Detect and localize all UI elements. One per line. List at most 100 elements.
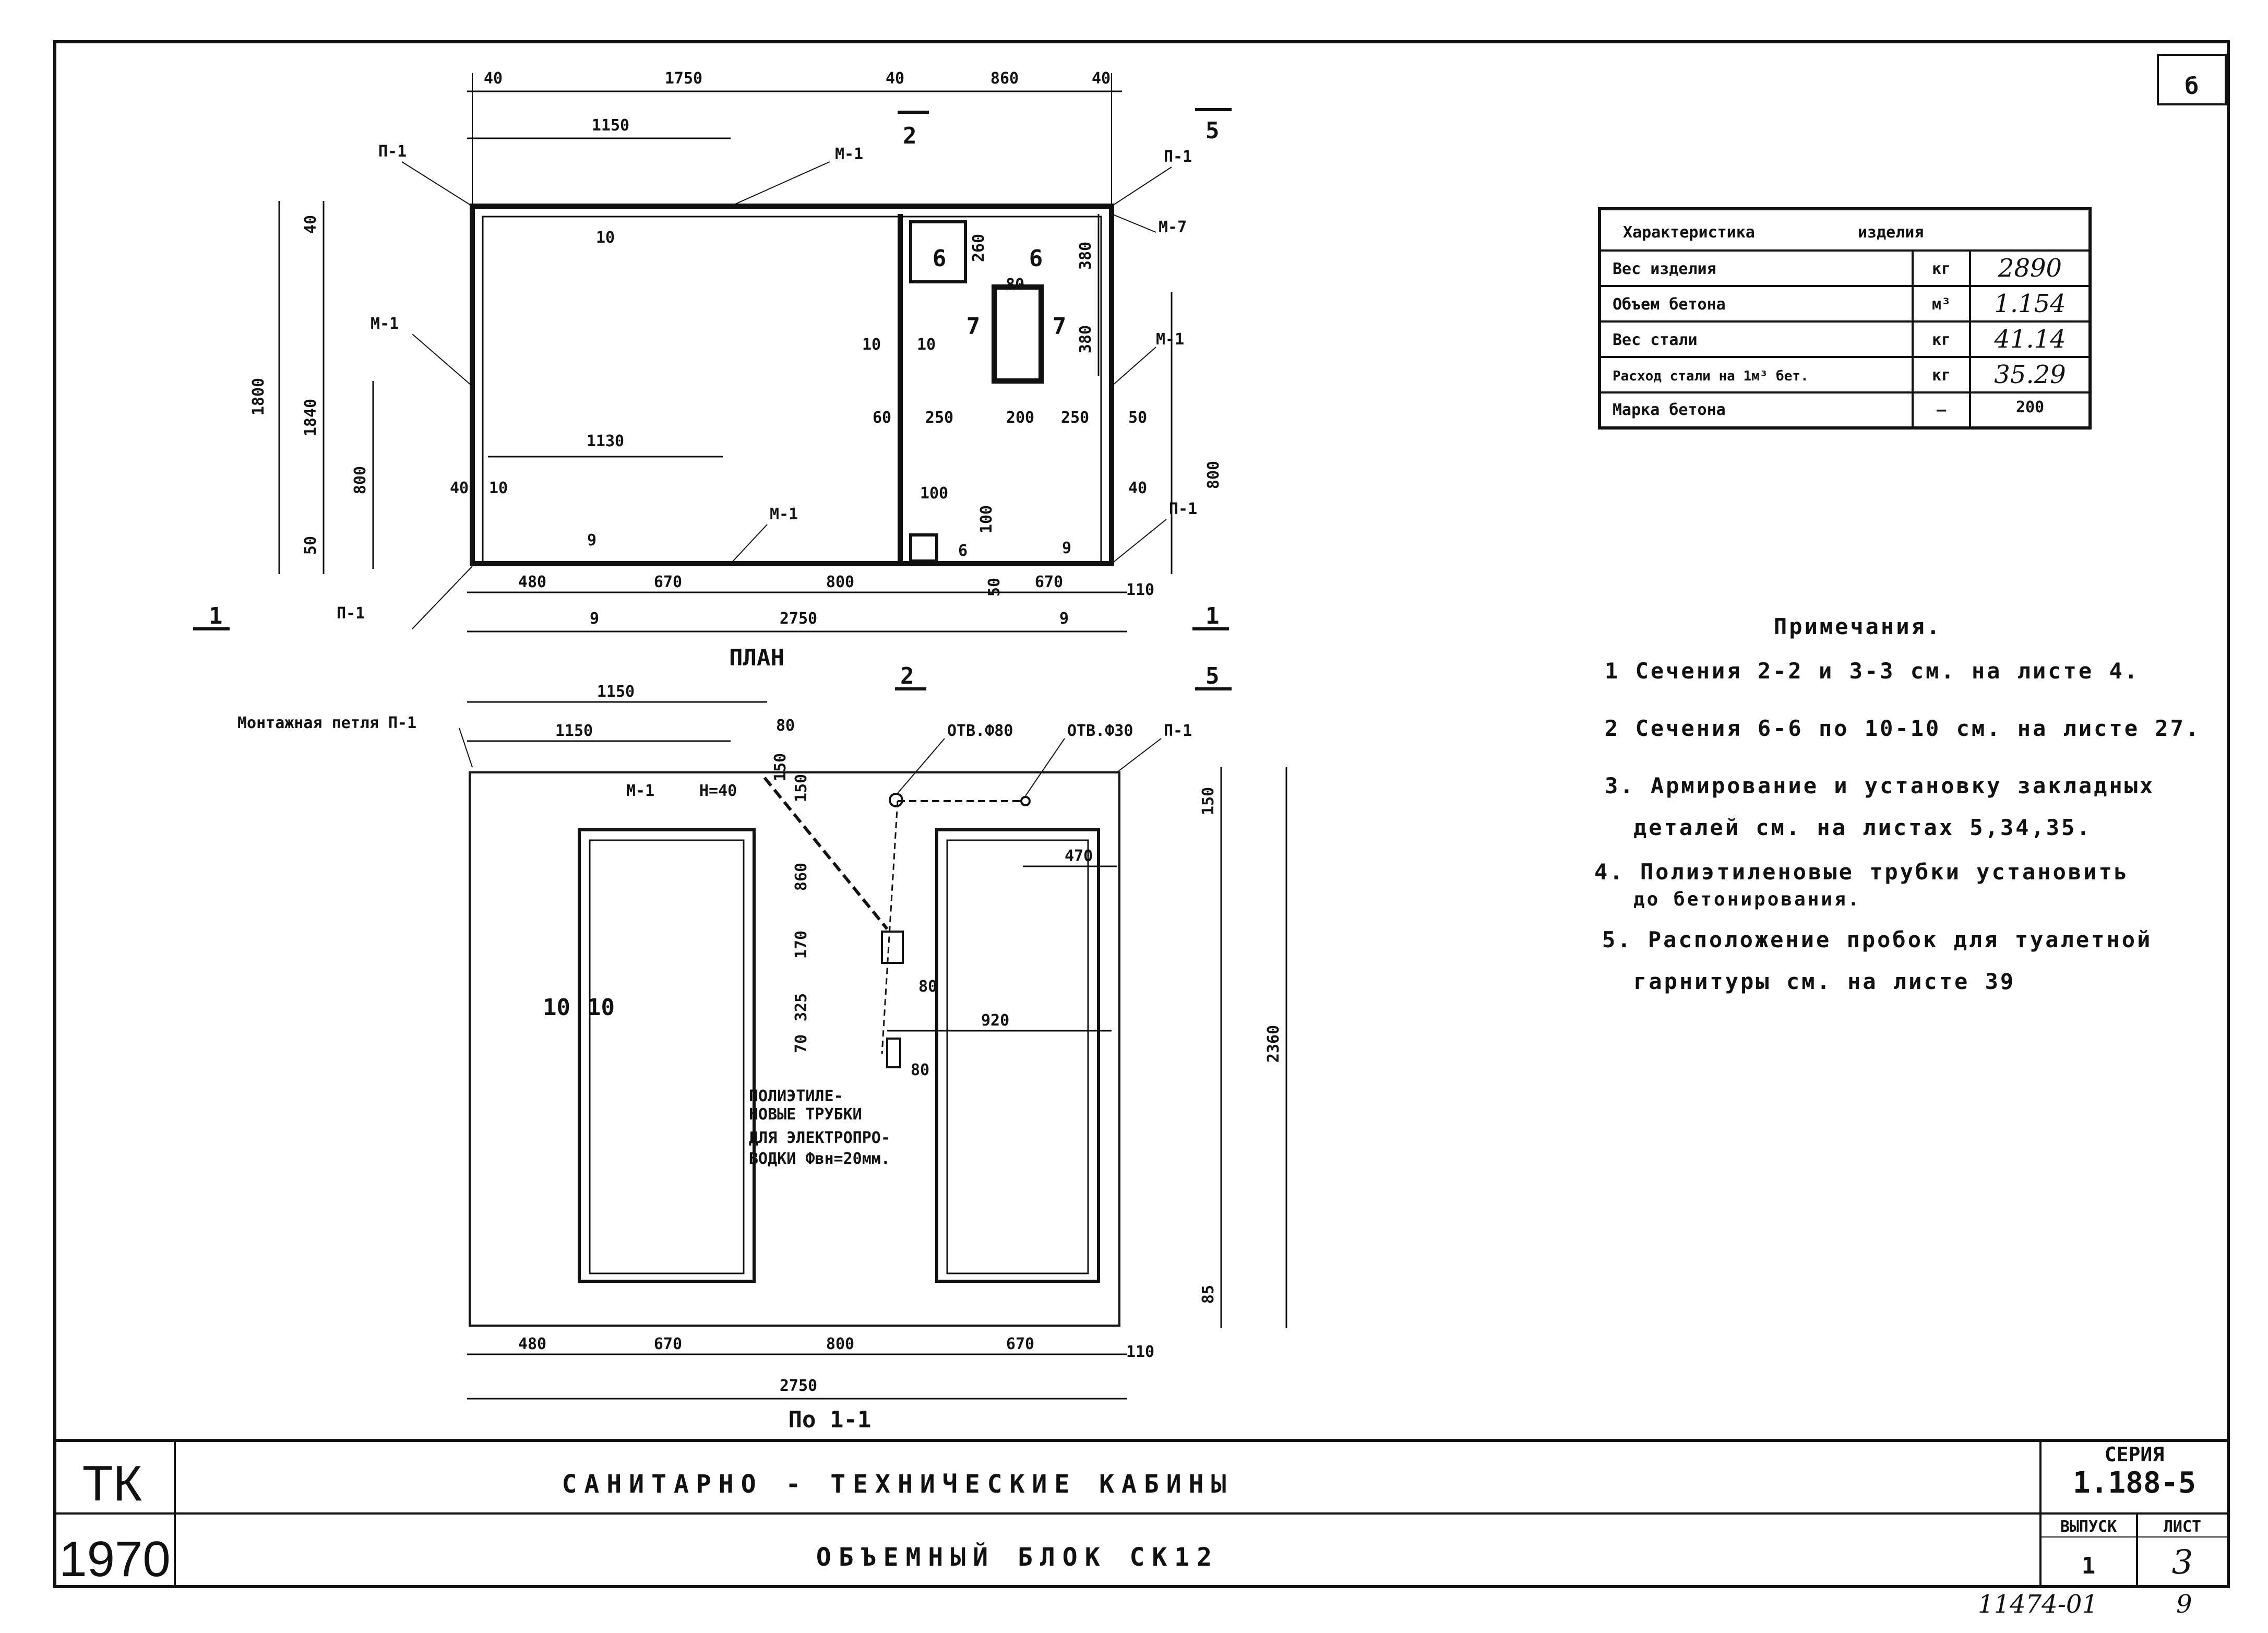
elevation-dim-150: 150 bbox=[1199, 787, 1217, 815]
plan-misc-60: 60 bbox=[873, 409, 891, 427]
table-frame bbox=[1598, 207, 2092, 430]
plan-misc-200: 200 bbox=[1006, 409, 1034, 427]
elevation-mark-10a: 10 bbox=[543, 994, 570, 1021]
note-line: деталей см. на листах 5,34,35. bbox=[1633, 815, 2092, 840]
table-header-0: Характеристика bbox=[1623, 223, 1755, 242]
leader-line bbox=[1111, 347, 1156, 387]
table-row-unit: кг bbox=[1932, 366, 1951, 385]
elevation-hole-80 bbox=[889, 793, 903, 807]
elevation-tube-a bbox=[763, 777, 889, 930]
plan-section-1-right: 1 bbox=[1205, 603, 1220, 629]
plan-dim-left-4: 50 bbox=[302, 536, 320, 555]
plan-item-p1-br: П-1 bbox=[1169, 500, 1197, 518]
plan-misc-10d: 10 bbox=[489, 479, 508, 497]
table-row-name: Марка бетона bbox=[1613, 401, 1726, 419]
leader-line bbox=[412, 566, 473, 629]
elevation-tube-note-2: ДЛЯ ЭЛЕКТРОПРО- bbox=[749, 1129, 890, 1147]
title-block-series: 1.188-5 bbox=[2073, 1466, 2196, 1500]
plan-dim-top-inner: 1150 bbox=[592, 116, 629, 135]
plan-dim-top-1: 1750 bbox=[665, 69, 702, 88]
elevation-mark-10b: 10 bbox=[587, 994, 615, 1021]
plan-dim-bottom-2: 800 bbox=[826, 573, 854, 591]
plan-misc-260: 260 bbox=[970, 234, 988, 262]
table-row-value: 200 bbox=[2016, 398, 2044, 416]
plan-section-5-bottom: 5 bbox=[1205, 663, 1220, 689]
plan-item-p1-tr: П-1 bbox=[1164, 148, 1192, 166]
plan-dim-left-3: 40 bbox=[302, 215, 320, 234]
title-block-year: 1970 bbox=[59, 1531, 171, 1587]
plan-misc-250a: 250 bbox=[925, 409, 953, 427]
plan-misc-100a: 100 bbox=[920, 484, 948, 503]
plan-misc-50b: 50 bbox=[985, 578, 1004, 597]
table-header-1: изделия bbox=[1858, 223, 1924, 242]
leader-line bbox=[1111, 213, 1156, 233]
title-block-inventory: 11474-01 bbox=[1978, 1590, 2098, 1619]
title-block-issue-label: ВЫПУСК bbox=[2060, 1518, 2117, 1536]
plan-dim-bottom-1: 670 bbox=[654, 573, 682, 591]
title-block: ТК 1970 САНИТАРНО - ТЕХНИЧЕСКИЕ КАБИНЫ О… bbox=[55, 1439, 2228, 1619]
plan-misc-80: 80 bbox=[1006, 276, 1024, 294]
elevation-dim-bottom-0: 480 bbox=[518, 1335, 546, 1353]
plan-section-9a: 9 bbox=[587, 531, 596, 550]
title-block-page: 9 bbox=[2176, 1590, 2192, 1619]
plan-misc-40b: 40 bbox=[1128, 479, 1147, 497]
elevation-tube-note-1: НОВЫЕ ТРУБКИ bbox=[749, 1105, 862, 1124]
plan-misc-10a: 10 bbox=[596, 229, 615, 247]
plan-section-9d: 9 bbox=[1059, 610, 1069, 628]
table-row-unit: — bbox=[1937, 401, 1947, 419]
elevation-misc-470: 470 bbox=[1065, 847, 1093, 865]
elevation-switch bbox=[886, 1038, 901, 1068]
elevation-label-h40: Н=40 bbox=[699, 782, 737, 800]
elevation-dim-bottom-3: 670 bbox=[1006, 1335, 1034, 1353]
notes-title: Примечания. bbox=[1774, 614, 1942, 639]
leader-line bbox=[1111, 166, 1172, 207]
elevation-door-left-inner bbox=[589, 839, 745, 1274]
plan-dim-left-2: 800 bbox=[351, 466, 369, 494]
table-row-value: 1.154 bbox=[1994, 289, 2066, 318]
plan-dim-top-0: 40 bbox=[484, 69, 503, 88]
plan-section-9c: 9 bbox=[590, 610, 599, 628]
plan-toilet bbox=[992, 284, 1044, 384]
plan-drain bbox=[909, 533, 938, 563]
elevation-outline bbox=[469, 771, 1120, 1327]
note-line: 1 Сечения 2-2 и 3-3 см. на листе 4. bbox=[1605, 658, 2140, 684]
elevation-misc-150a: 150 bbox=[771, 753, 790, 781]
plan-dim-right-2: 800 bbox=[1204, 461, 1223, 489]
elevation-label-p1: П-1 bbox=[1164, 722, 1192, 740]
elevation-door-right-outer bbox=[935, 828, 1100, 1283]
plan-section-2-top: 2 bbox=[903, 123, 917, 149]
title-block-series-label: СЕРИЯ bbox=[2105, 1443, 2164, 1466]
plan-misc-250b: 250 bbox=[1061, 409, 1089, 427]
table-row-name: Вес изделия bbox=[1613, 260, 1716, 278]
sheet-corner-box bbox=[2157, 54, 2227, 105]
elevation-dim-85: 85 bbox=[1199, 1285, 1217, 1304]
plan-misc-100b: 100 bbox=[977, 505, 996, 533]
plan-section-9b: 9 bbox=[1062, 539, 1071, 557]
leader-line bbox=[1025, 738, 1065, 796]
plan-mark-6c: 6 bbox=[958, 542, 968, 560]
leader-line bbox=[401, 161, 473, 207]
plan-dim-top-4: 40 bbox=[1092, 69, 1111, 88]
elevation-misc-325: 325 bbox=[792, 993, 810, 1021]
elevation-misc-150b: 150 bbox=[792, 774, 810, 802]
plan-section-2-bottom: 2 bbox=[900, 663, 914, 689]
table-row-unit: кг bbox=[1932, 331, 1951, 349]
table-row-name: Объем бетона bbox=[1613, 295, 1726, 314]
title-block-issue: 1 bbox=[2082, 1553, 2096, 1579]
plan-outline-inner bbox=[482, 216, 1102, 565]
title-block-sheet-label: ЛИСТ bbox=[2164, 1518, 2201, 1536]
plan-dim-bottom-4: 110 bbox=[1126, 581, 1154, 599]
plan-washbasin bbox=[909, 220, 967, 283]
elevation-tube-note-3: ВОДКИ Фвн=20мм. bbox=[749, 1150, 890, 1168]
table-row-value: 2890 bbox=[1998, 254, 2062, 283]
leader-line bbox=[897, 738, 945, 794]
plan-misc-40a: 40 bbox=[450, 479, 469, 497]
plan-dim-left-1: 1840 bbox=[302, 399, 320, 436]
plan-mark-7a: 7 bbox=[966, 313, 981, 340]
note-line: 4. Полиэтиленовые трубки установить bbox=[1594, 859, 2129, 885]
note-line: 5. Расположение пробок для туалетной bbox=[1602, 927, 2152, 952]
drawing-frame bbox=[53, 40, 2230, 1588]
elevation-dim-1150b: 1150 bbox=[555, 722, 593, 740]
plan-title: ПЛАН bbox=[729, 645, 784, 671]
